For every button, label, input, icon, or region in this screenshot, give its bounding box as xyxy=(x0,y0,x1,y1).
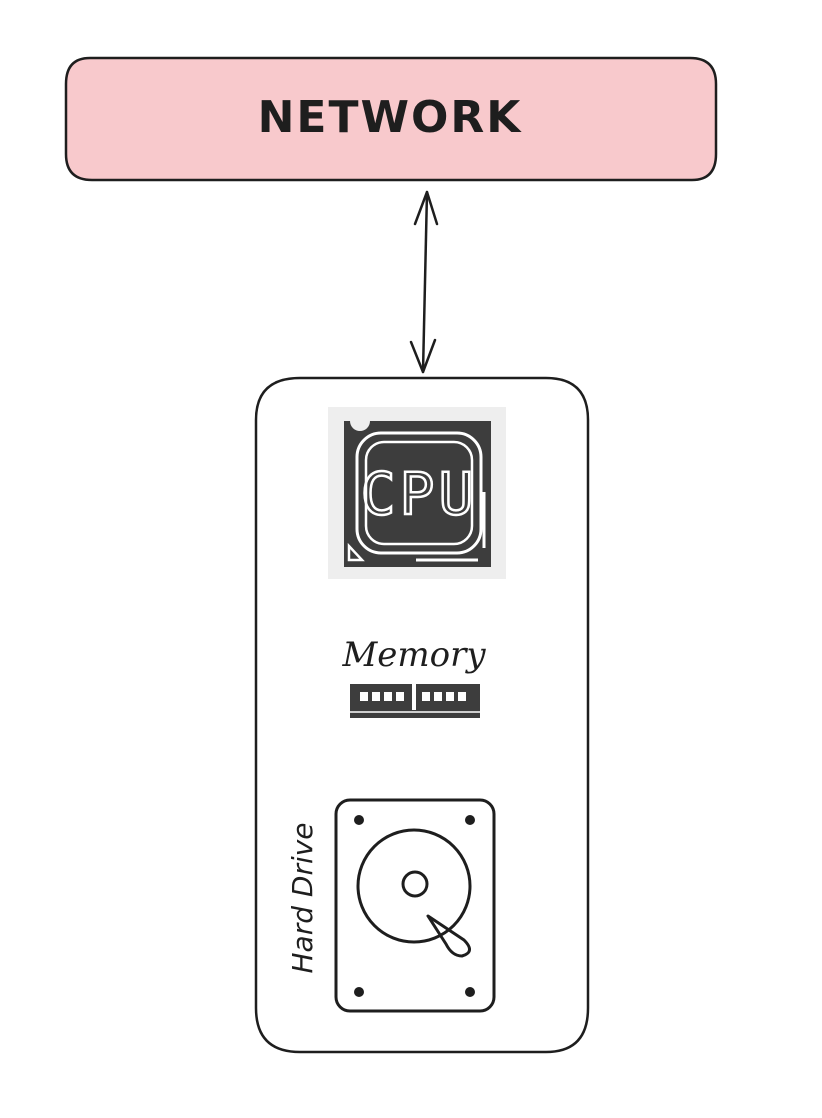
cpu-icon: CPU xyxy=(328,407,506,579)
memory-label: Memory xyxy=(341,635,486,675)
arrow-shaft xyxy=(421,190,429,374)
network-connection-arrow xyxy=(409,190,439,374)
cpu-label: CPU xyxy=(361,460,478,528)
machine-node[interactable]: CPU Memory xyxy=(254,376,590,1054)
network-node[interactable]: NETWORK xyxy=(64,56,718,182)
hard-drive-label: Hard Drive xyxy=(286,822,319,973)
arrow-head-bottom xyxy=(409,338,437,374)
network-box xyxy=(64,56,718,182)
arrow-head-top xyxy=(413,190,439,226)
hard-drive-icon xyxy=(334,798,496,1013)
memory-icon xyxy=(350,684,480,718)
network-label: NETWORK xyxy=(258,92,523,143)
